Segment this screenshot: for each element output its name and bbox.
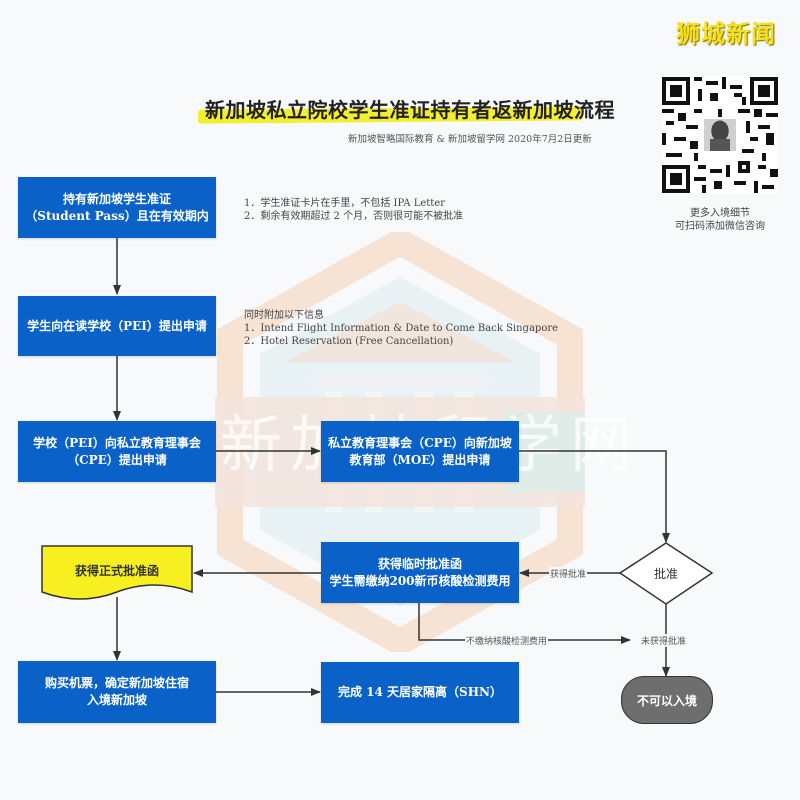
brand-logo: 狮城新闻 — [676, 20, 776, 48]
step1-line2: （Student Pass）且在有效期内 — [25, 208, 209, 223]
step-hold-student-pass: 持有新加坡学生准证 （Student Pass）且在有效期内 — [18, 177, 216, 238]
step6-line2: 入境新加坡 — [86, 693, 147, 707]
note-line: 2．剩余有效期超过 2 个月，否则很可能不被批准 — [244, 211, 464, 222]
decision-approval: 批准 — [653, 567, 678, 581]
qr-caption-line1: 更多入境细节 — [690, 208, 750, 219]
qr-caption-line2: 可扫码添加微信咨询 — [675, 221, 765, 232]
page-subtitle: 新加坡智略国际教育 & 新加坡留学网 2020年7月2日更新 — [348, 134, 592, 145]
decision-diamond — [618, 542, 714, 605]
step5-line2: 学生需缴纳200新币核酸检测费用 — [329, 573, 511, 588]
note-line: 同时附加以下信息 — [244, 310, 324, 321]
step1-line1: 持有新加坡学生准证 — [62, 191, 171, 206]
note-line: 1．学生准证卡片在手里，不包括 IPA Letter — [244, 198, 445, 209]
step3-line2: （CPE）提出申请 — [67, 452, 167, 467]
document-shape — [41, 545, 193, 600]
step6-line1: 购买机票，确定新加坡住宿 — [44, 676, 189, 690]
step-complete-shn: 完成 14 天居家隔离（SHN） — [321, 662, 519, 723]
step3-line1: 学校（PEI）向私立教育理事会 — [33, 435, 201, 450]
step-pei-apply-to-cpe: 学校（PEI）向私立教育理事会 （CPE）提出申请 — [18, 421, 216, 482]
terminal-no-entry: 不可以入境 — [621, 676, 713, 724]
step5-line1: 获得临时批准函 — [377, 556, 462, 571]
doc-formal-approval: 获得正式批准函 — [74, 563, 159, 578]
step4-line2: 教育部（MOE）提出申请 — [349, 452, 491, 467]
edge-label-no-fee: 不缴纳核酸检测费用 — [465, 634, 549, 647]
qr-code-icon[interactable] — [662, 76, 778, 194]
step-apply-to-pei: 学生向在读学校（PEI）提出申请 — [18, 296, 216, 356]
step7-line1: 完成 14 天居家隔离（SHN） — [337, 685, 503, 699]
note-line: 2．Hotel Reservation (Free Cancellation) — [244, 336, 454, 347]
page-title: 新加坡私立院校学生准证持有者返新加坡流程 — [205, 98, 615, 122]
qr-caption: 更多入境细节 可扫码添加微信咨询 — [650, 207, 790, 233]
step-temporary-approval: 获得临时批准函 学生需缴纳200新币核酸检测费用 — [321, 542, 519, 603]
note-line: 1．Intend Flight Information & Date to Co… — [244, 323, 559, 334]
step4-line1: 私立教育理事会（CPE）向新加坡 — [328, 435, 512, 450]
step2-notes: 同时附加以下信息 1．Intend Flight Information & D… — [244, 309, 558, 348]
edge-label-not-approved: 未获得批准 — [640, 634, 688, 647]
step-cpe-apply-to-moe: 私立教育理事会（CPE）向新加坡 教育部（MOE）提出申请 — [321, 421, 519, 482]
step-buy-ticket-enter: 购买机票，确定新加坡住宿 入境新加坡 — [18, 661, 216, 723]
step1-notes: 1．学生准证卡片在手里，不包括 IPA Letter 2．剩余有效期超过 2 个… — [244, 197, 463, 223]
step2-line1: 学生向在读学校（PEI）提出申请 — [27, 318, 207, 333]
edge-label-approved: 获得批准 — [549, 567, 588, 580]
